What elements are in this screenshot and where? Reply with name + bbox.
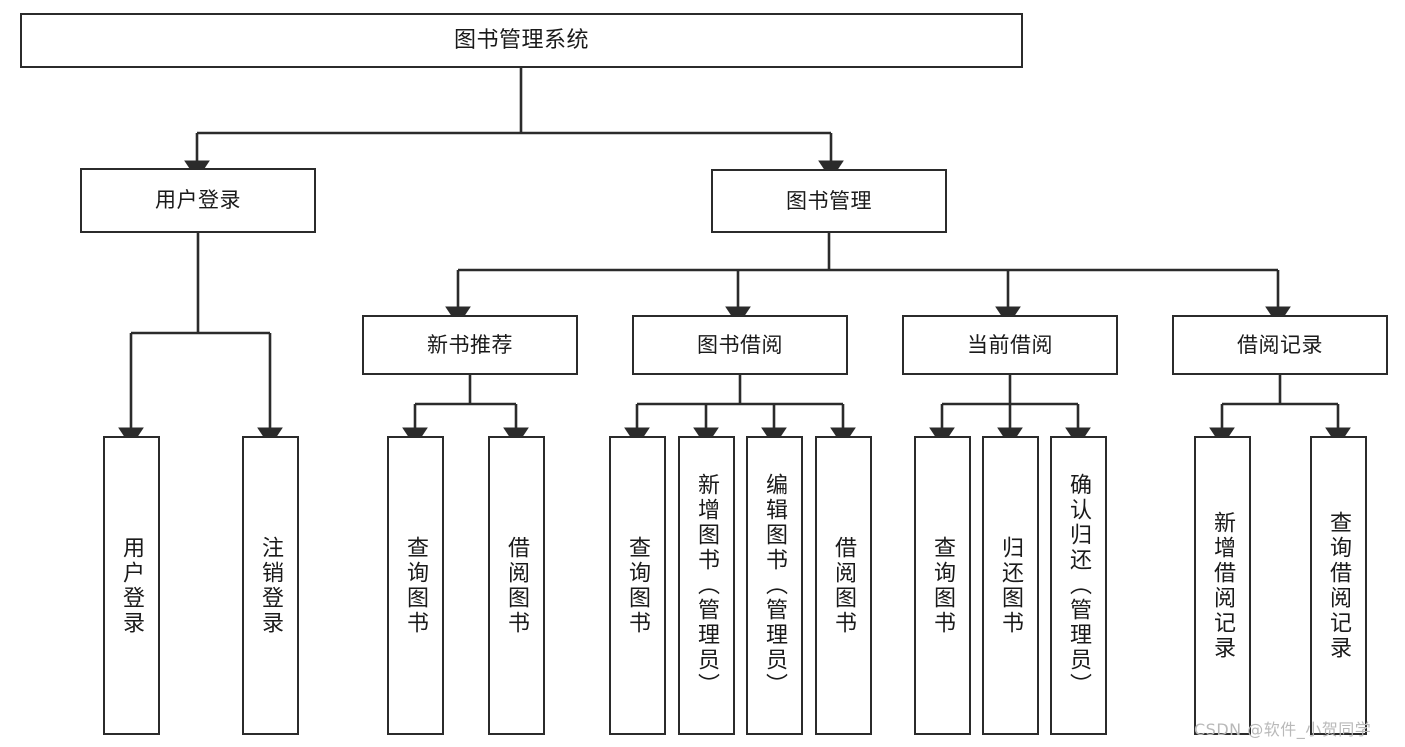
node-label: 借阅记录 [1237, 332, 1323, 357]
node-label: 借阅图书 [831, 535, 857, 636]
leaf-new-book-borrow-book[interactable]: 借阅图书 [488, 436, 545, 735]
leaf-current-borrow-return-book[interactable]: 归还图书 [982, 436, 1039, 735]
node-label: 确认归还（管理员） [1066, 473, 1092, 698]
node-label: 图书管理系统 [453, 27, 589, 53]
node-label: 新增图书（管理员） [694, 473, 720, 698]
leaf-book-borrow-borrow-book[interactable]: 借阅图书 [815, 436, 872, 735]
node-label: 归还图书 [998, 535, 1024, 636]
csdn-watermark: CSDN @软件_小贺同学 [1194, 720, 1372, 739]
node-label: 新书推荐 [427, 332, 513, 357]
node-label: 用户登录 [155, 188, 241, 213]
node-label: 查询图书 [403, 535, 429, 636]
leaf-current-borrow-query-book[interactable]: 查询图书 [914, 436, 971, 735]
leaf-user-login-login[interactable]: 用户登录 [103, 436, 160, 735]
node-label: 用户登录 [119, 535, 145, 636]
node-root-book-management-system[interactable]: 图书管理系统 [20, 13, 1023, 68]
leaf-new-book-query-book[interactable]: 查询图书 [387, 436, 444, 735]
leaf-borrow-record-query-record[interactable]: 查询借阅记录 [1310, 436, 1367, 735]
node-label: 注销登录 [258, 535, 284, 636]
leaf-current-borrow-confirm-return-admin[interactable]: 确认归还（管理员） [1050, 436, 1107, 735]
node-label: 查询图书 [625, 535, 651, 636]
node-user-login[interactable]: 用户登录 [80, 168, 316, 233]
leaf-book-borrow-query-book[interactable]: 查询图书 [609, 436, 666, 735]
node-borrow-record[interactable]: 借阅记录 [1172, 315, 1388, 375]
node-new-book-recommend[interactable]: 新书推荐 [362, 315, 578, 375]
node-label: 当前借阅 [967, 332, 1053, 357]
node-label: 查询图书 [930, 535, 956, 636]
node-label: 查询借阅记录 [1326, 510, 1352, 661]
node-book-management[interactable]: 图书管理 [711, 169, 947, 233]
node-label: 借阅图书 [504, 535, 530, 636]
node-book-borrow[interactable]: 图书借阅 [632, 315, 848, 375]
leaf-book-borrow-add-book-admin[interactable]: 新增图书（管理员） [678, 436, 735, 735]
node-label: 图书管理 [786, 188, 872, 213]
leaf-book-borrow-edit-book-admin[interactable]: 编辑图书（管理员） [746, 436, 803, 735]
node-label: 图书借阅 [697, 332, 783, 357]
node-label: 新增借阅记录 [1210, 510, 1236, 661]
node-current-borrow[interactable]: 当前借阅 [902, 315, 1118, 375]
leaf-user-login-logout[interactable]: 注销登录 [242, 436, 299, 735]
node-label: 编辑图书（管理员） [762, 473, 788, 698]
leaf-borrow-record-add-record[interactable]: 新增借阅记录 [1194, 436, 1251, 735]
